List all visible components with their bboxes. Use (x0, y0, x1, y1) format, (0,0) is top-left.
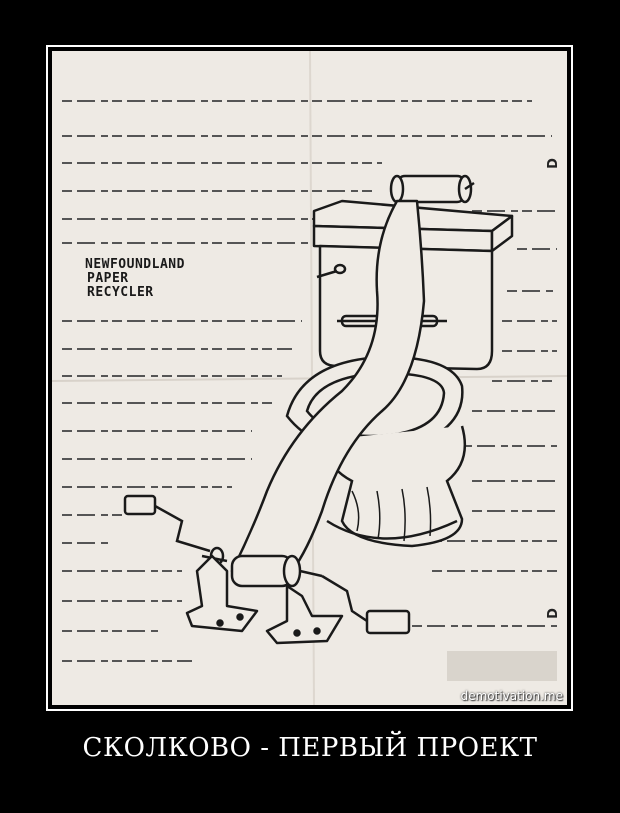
margin-letter-top: D (546, 158, 562, 169)
photo-paper-sheet: NEWFOUNDLAND PAPER RECYCLER D D demotiva… (52, 51, 567, 705)
label-line-3: RECYCLER (87, 285, 154, 300)
poster-caption: СКОЛКОВО - ПЕРВЫЙ ПРОЕКТ (82, 733, 538, 763)
newfoundland-paper-recycler-label: NEWFOUNDLAND PAPER RECYCLER (85, 258, 185, 300)
background-text-lines (62, 100, 557, 662)
floor-roller (201, 546, 323, 588)
stand-left (185, 554, 259, 633)
poster-frame: NEWFOUNDLAND PAPER RECYCLER D D demotiva… (46, 45, 573, 711)
label-line-1: NEWFOUNDLAND (85, 257, 185, 272)
label-line-2: PAPER (87, 271, 129, 286)
paper-roll-top (389, 174, 475, 204)
covered-patch (447, 651, 557, 681)
tank-handle (316, 263, 347, 279)
site-watermark: demotivation.me (460, 689, 563, 703)
margin-letter-bottom: D (546, 608, 562, 619)
toilet-paper-recycler-drawing (52, 51, 567, 705)
left-crank (123, 494, 211, 553)
right-crank (321, 574, 411, 635)
stand-right (265, 584, 344, 645)
